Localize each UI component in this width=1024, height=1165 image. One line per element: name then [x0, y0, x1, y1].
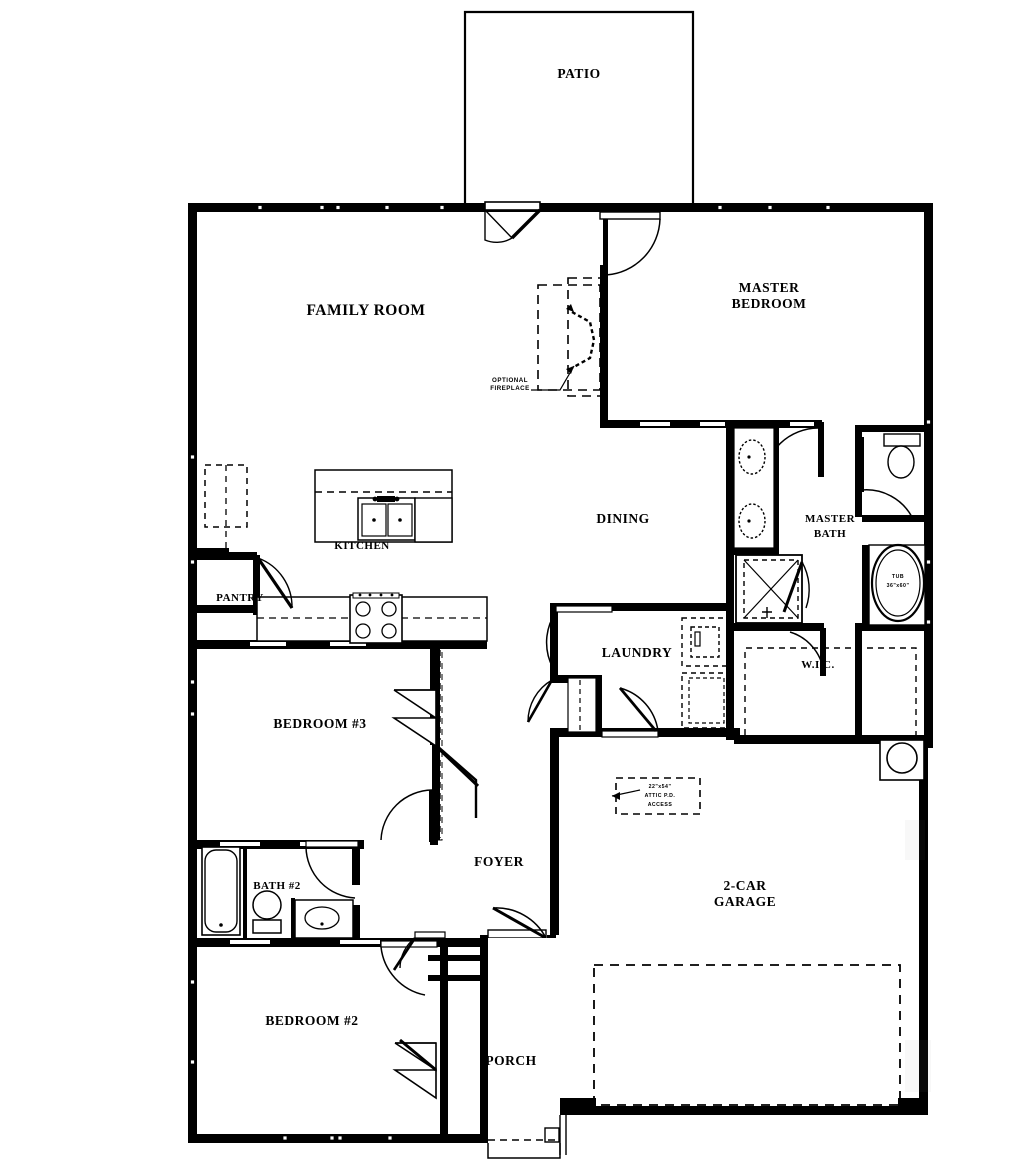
attic-label-2: ATTIC P.D.	[645, 793, 676, 799]
refrigerator-alcove	[197, 464, 248, 554]
master-toilet-door[interactable]	[858, 437, 913, 518]
master-bath-text-2: BATH	[814, 528, 846, 540]
bedroom-3-label: BEDROOM #3	[273, 716, 366, 731]
water-heater	[879, 739, 925, 781]
laundry-closet-door[interactable]	[526, 677, 597, 733]
attic-label-1: 22"x54"	[649, 784, 672, 790]
garage-corner-detail	[559, 1115, 567, 1155]
garage-label-1: 2-CAR	[724, 878, 767, 893]
dining-label: DINING	[596, 511, 649, 526]
attic-access	[611, 777, 701, 815]
patio-door[interactable]	[484, 201, 542, 243]
bedroom-2-label: BEDROOM #2	[265, 1013, 358, 1028]
bedroom-2-closet-door[interactable]	[392, 1038, 437, 1100]
bedroom-3-closet	[437, 644, 443, 841]
corner-marks	[905, 820, 931, 1092]
kitchen-label: KITCHEN	[334, 540, 389, 552]
optional-fireplace	[531, 277, 604, 397]
kitchen-lower-counter	[256, 592, 488, 644]
foyer-front-door[interactable]	[487, 906, 547, 940]
bath-2-door[interactable]	[305, 840, 359, 899]
interior-walls	[197, 265, 925, 1140]
master-bedroom-label-1: MASTER	[739, 280, 800, 295]
garage-entry-door[interactable]	[601, 687, 659, 738]
optional-fireplace-label-2: FIREPLACE	[490, 385, 530, 392]
attic-label-3: ACCESS	[648, 802, 673, 808]
porch-label: PORCH	[485, 1053, 536, 1068]
optional-fireplace-label-1: OPTIONAL	[492, 377, 528, 384]
bedroom-3-door[interactable]	[380, 789, 435, 842]
bath-2-tub	[201, 846, 241, 936]
garage-label-2: GARAGE	[714, 894, 776, 909]
pantry-label: PANTRY	[216, 592, 264, 604]
master-bedroom-label-2: BEDROOM	[732, 296, 807, 311]
master-tub	[868, 543, 926, 626]
wic-shelving	[744, 647, 917, 735]
patio-area	[463, 10, 695, 209]
laundry-label: LAUNDRY	[602, 645, 673, 660]
master-shower-door[interactable]	[782, 561, 810, 613]
bath-2-label: BATH #2	[253, 880, 301, 892]
bath-2-toilet	[252, 890, 282, 934]
wic-label: W.I.C.	[801, 659, 834, 671]
master-bath-vanity	[733, 427, 775, 549]
tub-label-2: 36"x60"	[887, 583, 910, 589]
garage-door-jamb	[560, 1098, 926, 1108]
patio-label: PATIO	[557, 66, 600, 81]
laundry-appliances	[681, 617, 731, 729]
garage-door-pad	[593, 964, 901, 1106]
top-dimension-ticks	[464, 195, 694, 207]
master-bedroom-door-top[interactable]	[599, 211, 661, 276]
master-bath-text-1: MASTER	[805, 513, 856, 525]
foyer-coat-closet-door[interactable]	[392, 931, 446, 971]
tub-label-1: TUB	[892, 574, 904, 580]
laundry-door[interactable]	[545, 605, 613, 669]
wic-door[interactable]	[789, 628, 826, 677]
family-room-label: FAMILY ROOM	[306, 302, 425, 319]
kitchen-counter	[314, 469, 453, 543]
foyer-label: FOYER	[474, 854, 524, 869]
exterior-windows	[190, 205, 931, 1141]
porch-area	[487, 938, 561, 1159]
bedroom-3-closet-door[interactable]	[391, 689, 480, 818]
pantry-door[interactable]	[256, 557, 294, 609]
bath-2-vanity	[294, 899, 354, 939]
master-toilet	[883, 433, 921, 479]
